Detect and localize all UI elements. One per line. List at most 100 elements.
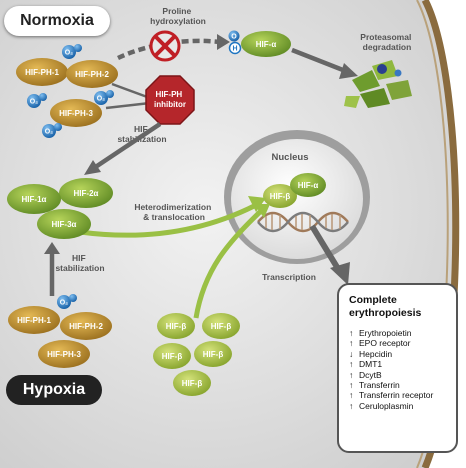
direction-arrow: ↑ — [349, 328, 354, 338]
hif-1a-label: HIF-1α — [22, 195, 47, 204]
oxygen-molecule-4: O₂ — [42, 123, 62, 138]
item-label: DcytB — [359, 369, 382, 380]
hif-beta-3-label: HIF-β — [162, 352, 183, 361]
hydroxyl-h-atom — [228, 41, 242, 55]
hypoxia-tag: Hypoxia — [6, 375, 102, 405]
hif-ph-1-normoxia — [16, 58, 68, 86]
item-label: Transferrin — [359, 380, 400, 391]
hypoxia-stabilization-arrowhead — [44, 242, 60, 254]
proteasome-fragments — [344, 60, 412, 108]
proteasomal-degradation-label: Proteasomal degradation — [360, 32, 413, 52]
degradation-arrowhead — [339, 63, 358, 79]
item-label: Transferrin receptor — [359, 390, 434, 401]
direction-arrow: ↑ — [349, 390, 354, 401]
oxygen-molecule-2: O₂ — [27, 93, 47, 108]
blocked-icon — [149, 30, 181, 62]
hif-beta-1-label: HIF-β — [166, 322, 187, 331]
hif-beta-2-label: HIF-β — [211, 322, 232, 331]
stabilization-arrow — [92, 122, 162, 170]
hydroxyl-h-label: H — [232, 46, 237, 53]
hydroxyl-o-label: O — [231, 34, 237, 41]
normoxia-tag: Normoxia — [4, 6, 110, 36]
degradation-arrow — [291, 47, 349, 75]
dna-helix — [257, 211, 349, 233]
transcription-label: Transcription — [262, 272, 316, 282]
item-label: Ceruloplasmin — [359, 400, 414, 411]
list-item: ↑ Erythropoietin — [349, 328, 446, 338]
erythropoiesis-title: Complete erythropoiesis — [349, 294, 422, 319]
svg-text:O₂: O₂ — [60, 300, 69, 307]
oxygen-molecule-1: O₂ — [62, 44, 82, 59]
hif-beta-nucleus — [263, 184, 297, 208]
hif-ph-inhibitor-label: HIF-PH inhibitor — [154, 90, 186, 109]
hif-beta-import-arrow — [193, 208, 264, 319]
hif-ph-inhibitor — [145, 75, 195, 125]
hif-beta-import-arrowhead — [254, 204, 270, 218]
hif-ph-2-normoxia-label: HIF-PH-2 — [75, 70, 109, 79]
direction-arrow: ↓ — [349, 348, 354, 359]
translocation-arrow — [79, 201, 260, 238]
hif-ph-1-hypoxia — [8, 306, 60, 334]
direction-arrow: ↑ — [349, 369, 354, 380]
svg-text:O₂: O₂ — [65, 50, 74, 57]
item-label: Erythropoietin — [359, 328, 412, 338]
hif-alpha-top-label: HIF-α — [256, 40, 277, 49]
hif-alpha-nucleus-label: HIF-α — [298, 181, 319, 190]
hif-ph-2-hypoxia-label: HIF-PH-2 — [69, 322, 103, 331]
item-label: Hepcidin — [359, 348, 393, 359]
direction-arrow: ↑ — [349, 380, 354, 391]
hif-ph-2-hypoxia — [60, 312, 112, 340]
list-item: ↑ Ceruloplasmin — [349, 401, 446, 411]
hif-beta-4 — [194, 341, 232, 367]
direction-arrow: ↑ — [349, 338, 354, 349]
direction-arrow: ↑ — [349, 400, 354, 411]
hif-beta-nucleus-label: HIF-β — [270, 192, 291, 201]
svg-text:O₂: O₂ — [97, 96, 106, 103]
hif-beta-5-label: HIF-β — [182, 379, 203, 388]
list-item: ↑ DMT1 — [349, 359, 446, 369]
hif-3a-label: HIF-3α — [52, 220, 77, 229]
list-item: ↑ Transferrin — [349, 380, 446, 390]
direction-arrow: ↑ — [349, 359, 354, 370]
hif-beta-2 — [202, 313, 240, 339]
hif-alpha-top — [241, 31, 291, 57]
svg-text:O₂: O₂ — [45, 129, 54, 136]
nucleus-label: Nucleus — [272, 152, 309, 163]
hif-stabilization-hypoxia-label: HIF stabilization — [55, 253, 104, 273]
svg-text:O₂: O₂ — [30, 99, 39, 106]
list-item: ↑ DcytB — [349, 370, 446, 380]
hif-ph-3-hypoxia — [38, 340, 90, 368]
stabilization-arrowhead — [84, 160, 101, 175]
hif-ph-1-normoxia-label: HIF-PH-1 — [25, 68, 59, 77]
oxygen-molecule-hypoxia: O₂ — [57, 294, 77, 309]
item-label: EPO receptor — [359, 338, 411, 349]
oxygen-molecule-3: O₂ — [94, 90, 114, 105]
hif-ph-3-hypoxia-label: HIF-PH-3 — [47, 350, 81, 359]
erythropoiesis-box: Complete erythropoiesis ↑Erythropoietin … — [337, 283, 458, 453]
inhibitor-line-2 — [105, 101, 151, 110]
hif-3a — [37, 209, 91, 239]
item-label: DMT1 — [359, 359, 383, 370]
hif-beta-4-label: HIF-β — [203, 350, 224, 359]
hydroxylation-arrowhead — [217, 34, 230, 50]
hif-beta-3 — [153, 343, 191, 369]
hif-ph-3-normoxia — [50, 99, 102, 127]
hif-2a — [59, 178, 113, 208]
transcription-arrowhead — [330, 262, 350, 285]
erythropoiesis-list: ↑Erythropoietin ↑EPO receptor ↓Hepcidin … — [349, 328, 446, 411]
hif-2a-label: HIF-2α — [74, 189, 99, 198]
hif-ph-2-normoxia — [66, 60, 118, 88]
hif-ph-1-hypoxia-label: HIF-PH-1 — [17, 316, 51, 325]
hif-ph-3-normoxia-label: HIF-PH-3 — [59, 109, 93, 118]
transcription-arrow — [309, 224, 343, 274]
inhibitor-line-1 — [111, 82, 151, 100]
list-item: ↑ Transferrin receptor — [349, 390, 446, 400]
heterodimerization-label: Heterodimerization & translocation — [134, 202, 213, 222]
hif-stabilization-label: HIF stabilization — [117, 124, 166, 144]
list-item: ↓ Hepcidin — [349, 349, 446, 359]
hif-1a — [7, 184, 61, 214]
proline-hydroxylation-label: Proline hydroxylation — [150, 6, 206, 26]
hif-alpha-nucleus — [290, 173, 326, 197]
hif-beta-1 — [157, 313, 195, 339]
